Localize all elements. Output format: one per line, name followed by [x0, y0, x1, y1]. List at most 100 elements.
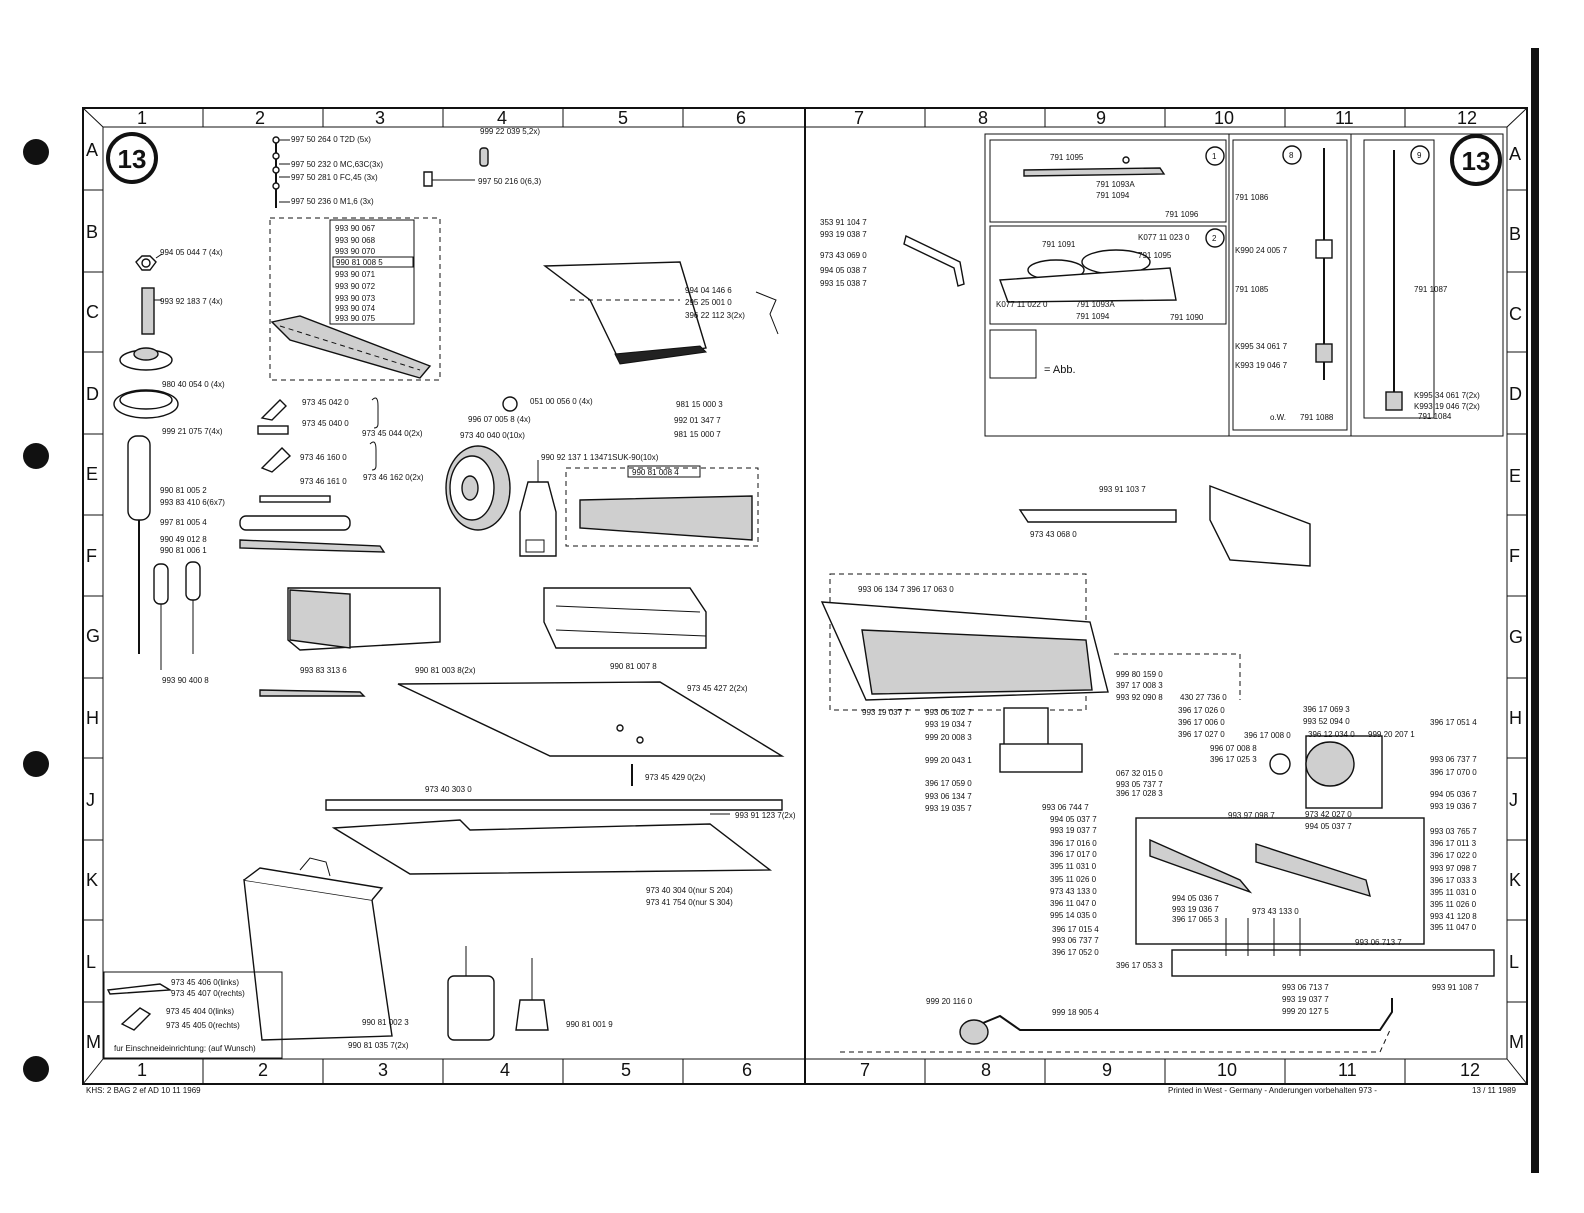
- part-number: 993 06 102 7: [925, 708, 972, 717]
- col-label: 7: [860, 1060, 870, 1080]
- part-number: 973 45 042 0: [302, 398, 349, 407]
- part-number: 997 50 216 0(6,3): [478, 177, 541, 186]
- part-number: 994 05 037 7: [1050, 815, 1097, 824]
- part-number: 395 11 026 0: [1050, 875, 1097, 884]
- part-number: 994 04 146 6: [685, 286, 732, 295]
- part-number: 993 06 134 7: [925, 792, 972, 801]
- part-number: 973 45 040 0: [302, 419, 349, 428]
- part-number: 993 06 713 7: [1282, 983, 1329, 992]
- part-number: 973 45 407 0(rechts): [171, 989, 245, 998]
- part-number: 999 20 207 1: [1368, 730, 1415, 739]
- row-label: M: [86, 1032, 101, 1052]
- row-label: B: [86, 222, 98, 242]
- row-label: M: [1509, 1032, 1524, 1052]
- part-number: 396 17 025 3: [1210, 755, 1257, 764]
- part-number: 396 12 034 0: [1308, 730, 1355, 739]
- part-number: 791 1093A: [1076, 300, 1115, 309]
- part-number: 396 22 112 3(2x): [685, 311, 745, 320]
- col-label: 5: [621, 1060, 631, 1080]
- part-number: 395 11 031 0: [1430, 888, 1477, 897]
- part-number: 993 06 744 7: [1042, 803, 1089, 812]
- row-label: C: [1509, 304, 1522, 324]
- part-number: 396 17 051 4: [1430, 718, 1477, 727]
- part-number: 993 06 737 7: [1430, 755, 1477, 764]
- part-number: 995 14 035 0: [1050, 911, 1097, 920]
- part-number: 993 19 036 7: [1172, 905, 1219, 914]
- clips-drawing: [239, 397, 386, 553]
- part-number: 996 07 005 8 (4x): [468, 415, 531, 424]
- row-label: E: [86, 464, 98, 484]
- part-number: 973 45 429 0(2x): [645, 773, 706, 782]
- part-number: 791 1090: [1170, 313, 1204, 322]
- row-label: L: [86, 952, 96, 972]
- part-number: 353 91 104 7: [820, 218, 867, 227]
- part-number: 980 40 054 0 (4x): [162, 380, 225, 389]
- part-number: 990 81 008 5: [336, 258, 383, 267]
- part-number: 997 50 264 0 T2D (5x): [291, 135, 371, 144]
- svg-text:8: 8: [1289, 151, 1294, 160]
- footer-printed: Printed in West - Germany - Anderungen v…: [1168, 1086, 1377, 1095]
- part-number: 999 80 159 0: [1116, 670, 1163, 679]
- part-number: 992 01 347 7: [674, 416, 721, 425]
- part-number: 997 81 005 4: [160, 518, 207, 527]
- part-number: 994 05 036 7: [1172, 894, 1219, 903]
- part-number: 396 17 011 3: [1430, 839, 1477, 848]
- col-label: 5: [618, 108, 628, 128]
- part-number: 993 90 070: [335, 247, 376, 256]
- part-number: 791 1084: [1418, 412, 1452, 421]
- part-number: 990 81 001 9: [566, 1020, 613, 1029]
- part-number: 396 17 022 0: [1430, 851, 1477, 860]
- oil-bottle-drawing: [519, 460, 557, 557]
- row-label: G: [86, 626, 100, 646]
- right-page-labels: 791 1095 791 1093A 791 1094 791 1096 1 K…: [820, 145, 1480, 1017]
- row-label: J: [86, 790, 95, 810]
- row-label: J: [1509, 790, 1518, 810]
- row-label: L: [1509, 952, 1519, 972]
- part-number: 973 46 160 0: [300, 453, 347, 462]
- row-label: G: [1509, 627, 1523, 647]
- part-number: 993 19 037 7: [1050, 826, 1097, 835]
- row-label: K: [1509, 870, 1521, 890]
- storage-box-drawings: [287, 587, 707, 651]
- part-number: 396 17 028 3: [1116, 789, 1163, 798]
- part-number: 396 17 053 3: [1116, 961, 1163, 970]
- variant-marker-9: [1410, 145, 1430, 165]
- part-number: 997 50 232 0 MC,63C(3x): [291, 160, 383, 169]
- abbildung-note: = Abb.: [1044, 364, 1076, 376]
- part-number: 990 81 005 2: [160, 486, 207, 495]
- col-label: 3: [375, 108, 385, 128]
- part-number: 997 50 281 0 FC,45 (3x): [291, 173, 378, 182]
- left-page-labels: 997 50 264 0 T2D (5x) 997 50 232 0 MC,63…: [114, 127, 796, 1053]
- part-number: 396 17 069 3: [1303, 705, 1350, 714]
- part-number: 990 81 007 8: [610, 662, 657, 671]
- row-label: A: [1509, 144, 1521, 164]
- part-number: 993 19 035 7: [925, 804, 972, 813]
- part-number: 791 1094: [1076, 312, 1110, 321]
- part-number: 396 17 015 4: [1052, 925, 1099, 934]
- part-number: 791 1088: [1300, 413, 1334, 422]
- svg-text:13: 13: [118, 144, 147, 174]
- part-number: 997 50 236 0 M1,6 (3x): [291, 197, 374, 206]
- part-number: 396 17 052 0: [1052, 948, 1099, 957]
- part-number: 396 17 033 3: [1430, 876, 1477, 885]
- part-number: 993 90 068: [335, 236, 376, 245]
- svg-text:2: 2: [1212, 234, 1217, 243]
- part-number: 791 1093A: [1096, 180, 1135, 189]
- part-number: 973 46 161 0: [300, 477, 347, 486]
- part-number: 999 20 116 0: [926, 997, 973, 1006]
- part-number: 973 45 427 2(2x): [687, 684, 748, 693]
- row-label: E: [1509, 466, 1521, 486]
- col-label: 8: [978, 108, 988, 128]
- part-number: 994 05 036 7: [1430, 790, 1477, 799]
- row-label: H: [86, 708, 99, 728]
- col-label: 11: [1338, 1060, 1357, 1080]
- part-number: 993 19 037 7: [862, 708, 909, 717]
- part-number: 999 20 043 1: [925, 756, 972, 765]
- part-number: 994 05 037 7: [1305, 822, 1352, 831]
- variant-marker-2: [1205, 228, 1225, 248]
- variant-marker-1: [1205, 146, 1225, 166]
- footer-left: KHS: 2 BAG 2 ef AD 10 11 1969: [86, 1086, 201, 1095]
- part-number: 396 11 047 0: [1050, 899, 1097, 908]
- part-number: 395 11 026 0: [1430, 900, 1477, 909]
- part-number: 993 90 072: [335, 282, 376, 291]
